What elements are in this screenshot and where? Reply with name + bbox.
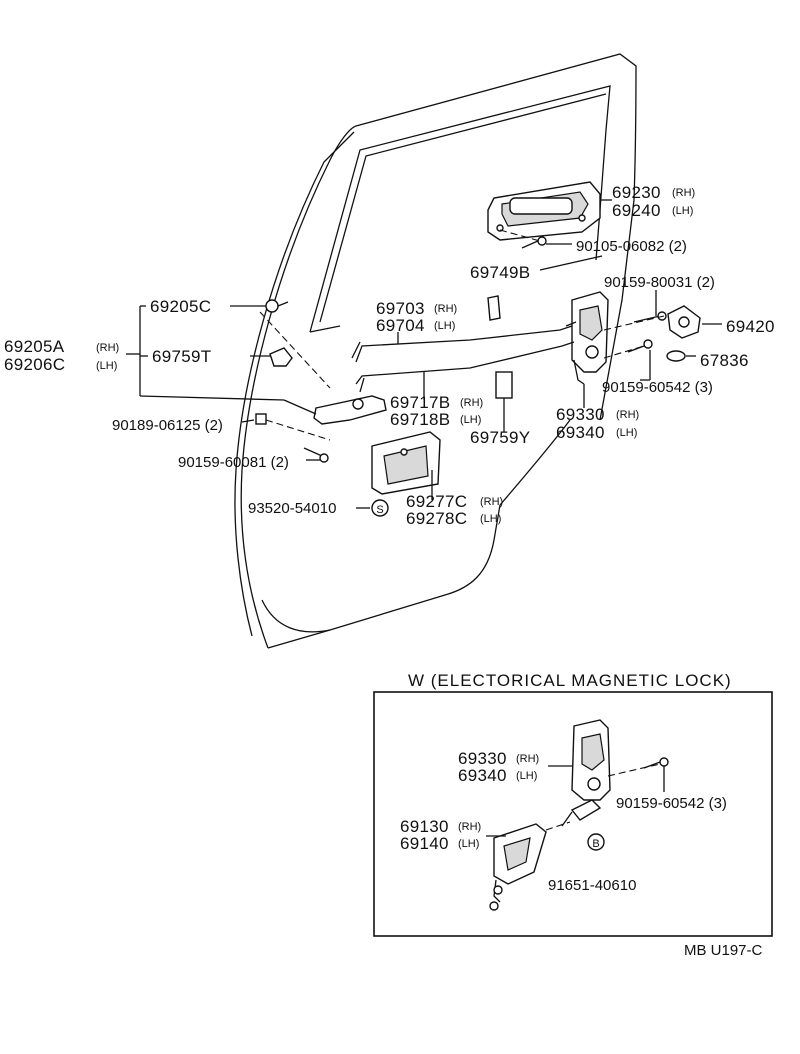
suffix-69205a: (RH)	[96, 342, 119, 354]
diagram-code: MB U197-C	[684, 942, 763, 959]
label-90105-06082: 90105-06082 (2)	[576, 238, 687, 255]
door-striker	[667, 305, 701, 339]
inset-suffix-69140: (LH)	[458, 838, 479, 850]
label-69749b: 69749B	[470, 263, 530, 282]
label-69704: 69704	[376, 316, 425, 335]
suffix-69718b: (LH)	[460, 414, 481, 426]
inset-solenoid-actuator	[489, 823, 547, 911]
label-90189-06125: 90189-06125 (2)	[112, 417, 223, 434]
outside-door-handle	[487, 181, 601, 241]
symbol-b: B	[587, 833, 605, 851]
label-69277c: 69277C	[406, 492, 467, 511]
inset-lock-assembly	[561, 719, 611, 827]
handle-clip-t	[269, 347, 293, 367]
suffix-69717b: (RH)	[460, 397, 483, 409]
lock-rod-upper	[351, 325, 573, 363]
inset-label-69140: 69140	[400, 834, 449, 853]
inset-label-69330: 69330	[458, 749, 507, 768]
label-69703: 69703	[376, 299, 425, 318]
label-69717b: 69717B	[390, 393, 450, 412]
inset-frame	[373, 691, 773, 937]
handle-nut	[255, 413, 267, 425]
suffix-69206c: (LH)	[96, 360, 117, 372]
label-69759y: 69759Y	[470, 428, 530, 447]
label-69718b: 69718B	[390, 410, 450, 429]
symbol-s: S	[371, 499, 389, 517]
striker-shim	[666, 350, 686, 362]
rod-clip-cover	[495, 371, 513, 399]
inset-label-69340: 69340	[458, 766, 507, 785]
label-69420: 69420	[726, 317, 775, 336]
label-69340: 69340	[556, 423, 605, 442]
label-69240: 69240	[612, 201, 661, 220]
label-69330: 69330	[556, 405, 605, 424]
handle-screw-lower	[303, 447, 329, 463]
label-90159-80031: 90159-80031 (2)	[604, 274, 715, 291]
suffix-69330: (RH)	[616, 409, 639, 421]
label-90159-60542: 90159-60542 (3)	[602, 379, 713, 396]
handle-screw	[521, 236, 547, 249]
inset-suffix-69340: (LH)	[516, 770, 537, 782]
inset-suffix-69330: (RH)	[516, 753, 539, 765]
inset-label-90159-60542: 90159-60542 (3)	[616, 795, 727, 812]
suffix-69230: (RH)	[672, 187, 695, 199]
inset-title: W (ELECTORICAL MAGNETIC LOCK)	[408, 671, 732, 690]
door-panel-outline	[234, 53, 637, 649]
handle-clip	[265, 299, 289, 313]
label-69230: 69230	[612, 183, 661, 202]
inset-suffix-69130: (RH)	[458, 821, 481, 833]
suffix-69240: (LH)	[672, 205, 693, 217]
label-69205c: 69205C	[150, 297, 211, 316]
suffix-69278c: (LH)	[480, 513, 501, 525]
label-93520-54010: 93520-54010	[248, 500, 336, 517]
label-69278c: 69278C	[406, 509, 467, 528]
suffix-69277c: (RH)	[480, 496, 503, 508]
inside-handle-lever	[313, 395, 387, 425]
label-69205a: 69205A	[4, 337, 65, 356]
label-69759t: 69759T	[152, 347, 211, 366]
door-lock-assembly	[565, 291, 609, 385]
inset-label-69130: 69130	[400, 817, 449, 836]
inside-handle-bezel	[371, 431, 441, 495]
label-90159-60081: 90159-60081 (2)	[178, 454, 289, 471]
label-67836: 67836	[700, 351, 749, 370]
suffix-69340: (LH)	[616, 427, 637, 439]
inset-label-91651-40610: 91651-40610	[548, 877, 636, 894]
suffix-69703: (RH)	[434, 303, 457, 315]
striker-screw	[633, 311, 667, 323]
symbol-b-label: B	[592, 838, 599, 850]
suffix-69704: (LH)	[434, 320, 455, 332]
symbol-s-label: S	[376, 504, 383, 516]
lock-rod-lower	[355, 341, 575, 393]
rod-clip	[487, 295, 501, 321]
label-69206c: 69206C	[4, 355, 65, 374]
